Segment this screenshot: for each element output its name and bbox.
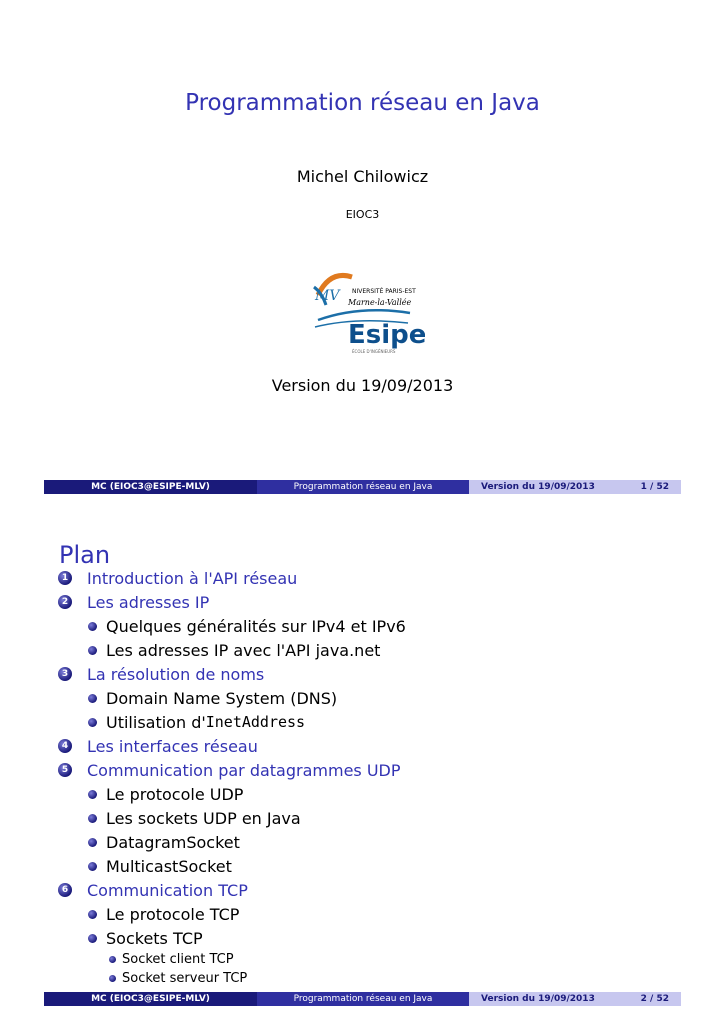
subsection-label: Les adresses IP avec l'API java.net	[106, 640, 381, 660]
bullet-icon	[88, 621, 97, 631]
subsection-code: InetAddress	[205, 713, 306, 731]
section-label: La résolution de noms	[87, 664, 265, 684]
footer-title: Programmation réseau en Java	[257, 480, 469, 494]
bullet-icon	[109, 956, 116, 963]
toc-section[interactable]: 3 La résolution de noms	[58, 662, 678, 686]
bullet-icon	[88, 717, 97, 727]
bullet-icon	[88, 813, 97, 823]
bullet-icon	[88, 837, 97, 847]
logo-text-middle: Marne-la-Vallée	[347, 298, 411, 307]
toc-section[interactable]: 5 Communication par datagrammes UDP	[58, 758, 678, 782]
toc-subsection[interactable]: DatagramSocket	[58, 830, 678, 854]
section-label: Les adresses IP	[87, 592, 210, 612]
logo-brand: Esipe	[348, 320, 425, 350]
toc-subsection[interactable]: Le protocole TCP	[58, 902, 678, 926]
toc-subsection[interactable]: Les adresses IP avec l'API java.net	[58, 638, 678, 662]
footer-author: MC (EIOC3@ESIPE-MLV)	[44, 480, 257, 494]
toc-subsubsection[interactable]: Socket client TCP	[58, 950, 678, 969]
section-label: Introduction à l'API réseau	[87, 568, 298, 588]
section-number-badge: 4	[58, 739, 72, 753]
logo-swoosh-2	[314, 320, 409, 328]
logo-mv: MV	[314, 288, 341, 304]
section-label: Les interfaces réseau	[87, 736, 258, 756]
toc-subsubsection[interactable]: Socket serveur TCP	[58, 969, 678, 988]
bullet-icon	[88, 861, 97, 871]
toc-subsection[interactable]: MulticastSocket	[58, 854, 678, 878]
toc-section[interactable]: 6 Communication TCP	[58, 878, 678, 902]
subsection-label: Les sockets UDP en Java	[106, 808, 301, 828]
subsubsection-label: Socket serveur TCP	[122, 971, 248, 986]
subsection-label: Utilisation d'	[106, 712, 206, 732]
section-label: Communication TCP	[87, 880, 248, 900]
logo-text-top: NIVERSITÉ PARIS-EST	[352, 287, 416, 295]
logo-swoosh	[317, 309, 411, 322]
title-slide: Programmation réseau en Java Michel Chil…	[44, 90, 681, 494]
footer-date-page: Version du 19/09/2013 2 / 52	[469, 992, 681, 1006]
subsubsection-label: Socket client TCP	[122, 952, 234, 967]
subsection-label: Sockets TCP	[106, 928, 203, 948]
institute: EIOC3	[345, 208, 380, 221]
toc-subsection[interactable]: Les sockets UDP en Java	[58, 806, 678, 830]
section-number-badge: 2	[58, 595, 72, 609]
bullet-icon	[88, 909, 97, 919]
footer-author: MC (EIOC3@ESIPE-MLV)	[44, 992, 257, 1006]
toc-section[interactable]: 4 Les interfaces réseau	[58, 734, 678, 758]
footer-title: Programmation réseau en Java	[257, 992, 469, 1006]
author-name: Michel Chilowicz	[296, 167, 429, 186]
toc-section[interactable]: 1 Introduction à l'API réseau	[58, 566, 678, 590]
footer-date: Version du 19/09/2013	[481, 994, 595, 1004]
toc-subsection[interactable]: Sockets TCP	[58, 926, 678, 950]
bullet-icon	[88, 693, 97, 703]
logo-blue-stroke	[313, 285, 328, 306]
logo-text-bottom: ÉCOLE D'INGÉNIEURS	[352, 349, 396, 354]
presentation-title: Programmation réseau en Java	[185, 90, 540, 116]
toc-subsection[interactable]: Domain Name System (DNS)	[58, 686, 678, 710]
frame-title: Plan	[59, 541, 111, 569]
footer-bar: MC (EIOC3@ESIPE-MLV) Programmation résea…	[44, 992, 681, 1006]
section-number-badge: 6	[58, 883, 72, 897]
version-date: Version du 19/09/2013	[271, 376, 454, 395]
footer-date: Version du 19/09/2013	[481, 482, 595, 492]
section-number-badge: 1	[58, 571, 72, 585]
subsection-label: Quelques généralités sur IPv4 et IPv6	[106, 616, 406, 636]
toc-subsection[interactable]: Utilisation d'InetAddress	[58, 710, 678, 734]
university-logo: MV NIVERSITÉ PARIS-EST Marne-la-Vallée E…	[313, 273, 425, 354]
bullet-icon	[88, 645, 97, 655]
subsection-label: Le protocole TCP	[106, 904, 240, 924]
toc-section[interactable]: 2 Les adresses IP	[58, 590, 678, 614]
footer-date-page: Version du 19/09/2013 1 / 52	[469, 480, 681, 494]
section-number-badge: 5	[58, 763, 72, 777]
bullet-icon	[88, 789, 97, 799]
section-number-badge: 3	[58, 667, 72, 681]
toc-subsection[interactable]: Quelques généralités sur IPv4 et IPv6	[58, 614, 678, 638]
bullet-icon	[109, 975, 116, 982]
section-label: Communication par datagrammes UDP	[87, 760, 401, 780]
bullet-icon	[88, 933, 97, 943]
subsection-label: DatagramSocket	[106, 832, 240, 852]
subsection-label: Le protocole UDP	[106, 784, 244, 804]
subsection-label: Domain Name System (DNS)	[106, 688, 338, 708]
footer-bar: MC (EIOC3@ESIPE-MLV) Programmation résea…	[44, 480, 681, 494]
toc-subsection[interactable]: Le protocole UDP	[58, 782, 678, 806]
footer-page-number: 2 / 52	[640, 994, 669, 1004]
footer-page-number: 1 / 52	[640, 482, 669, 492]
subsection-label: MulticastSocket	[106, 856, 232, 876]
